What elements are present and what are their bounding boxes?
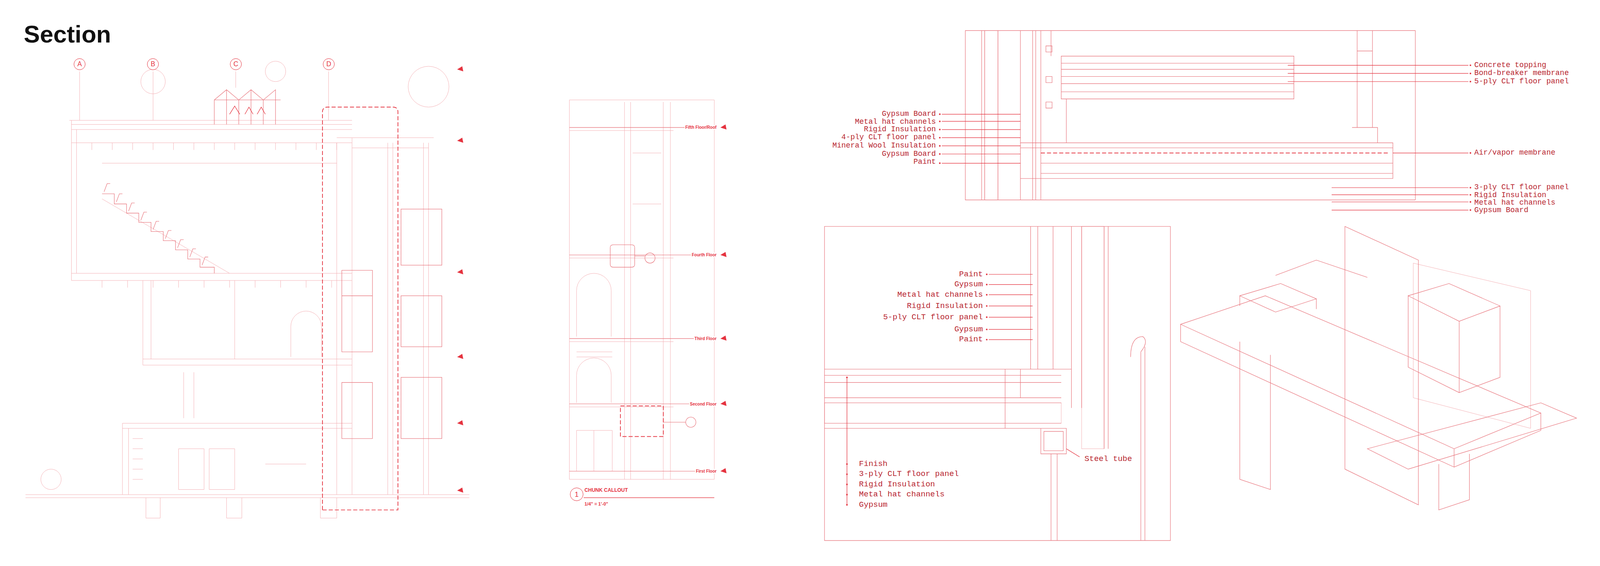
leader-line	[847, 274, 1080, 505]
material-label: Gypsum Board	[881, 110, 938, 119]
level-label: Fourth Floor	[690, 252, 718, 258]
drawing-scale: 1/4" = 1'-0"	[583, 501, 610, 507]
material-label: Gypsum Board	[881, 150, 938, 159]
material-label: Rigid Insulation	[862, 125, 937, 134]
material-label: 5-ply CLT floor panel	[882, 312, 984, 322]
material-label: Finish	[858, 459, 889, 469]
material-label: Paint	[958, 335, 984, 344]
material-label: Rigid Insulation	[858, 480, 936, 489]
leader-line	[941, 65, 1469, 210]
material-label: 4-ply CLT floor panel	[840, 133, 937, 142]
facade-screen	[400, 295, 442, 347]
membrane-line	[1040, 152, 1388, 154]
material-label: Gypsum Board	[1473, 206, 1530, 215]
material-label: Bond-breaker membrane	[1473, 69, 1570, 78]
material-label: Metal hat channels	[858, 490, 946, 499]
level-line	[569, 127, 715, 472]
skylight-figure	[229, 105, 266, 115]
level-label: Second Floor	[689, 401, 718, 407]
material-label: Gypsum	[953, 325, 984, 334]
material-label: Metal hat channels	[1473, 198, 1556, 208]
material-label: 3-ply CLT floor panel	[858, 469, 960, 479]
building-section	[25, 120, 470, 518]
material-label: Mineral Wool Insulation	[831, 141, 937, 150]
material-label: Rigid Insulation	[905, 301, 984, 311]
node-text: B	[150, 60, 156, 68]
material-label: 3-ply CLT floor panel	[1473, 183, 1570, 192]
node-text: 1	[574, 490, 579, 498]
insulation-hatch	[1081, 226, 1105, 449]
axon-facade	[1413, 262, 1531, 428]
chunk-boundary	[322, 107, 398, 510]
material-label: Steel tube	[1083, 454, 1133, 464]
leader-dot	[940, 65, 1471, 210]
material-label: Paint	[958, 270, 984, 279]
level-label: Fifth Floor/Roof	[684, 125, 718, 130]
material-label: 5-ply CLT floor panel	[1473, 77, 1570, 86]
detail-callout	[620, 405, 664, 437]
grid-line	[79, 71, 329, 120]
node-text: C	[233, 60, 239, 68]
material-label: Rigid Insulation	[1473, 191, 1548, 200]
level-marker	[457, 66, 464, 493]
scale-underline	[583, 497, 715, 498]
axon-chunk	[1180, 226, 1577, 510]
grid-bubble: C	[230, 58, 242, 70]
material-label: Metal hat channels	[896, 290, 984, 300]
drawing-title: CHUNK CALLOUT	[583, 487, 629, 493]
grid-bubble: D	[322, 58, 335, 70]
grid-bubble: B	[147, 58, 159, 70]
chunk-section	[569, 100, 715, 480]
level-label: First Floor	[695, 468, 718, 474]
facade-screen	[400, 209, 442, 266]
material-label: Metal hat channels	[854, 117, 937, 127]
grid-bubble: A	[73, 58, 86, 70]
material-label: Gypsum	[953, 280, 984, 289]
wall-floor-detail	[965, 30, 1416, 200]
node-text: D	[326, 60, 332, 68]
sheet-title: Section	[23, 20, 112, 48]
corner-detail	[824, 226, 1171, 541]
callout-number: 1	[570, 487, 584, 501]
facade-screen	[400, 377, 442, 439]
insulation-hatch	[824, 402, 1062, 424]
auditorium-seating	[102, 183, 373, 439]
material-label: Paint	[912, 157, 937, 167]
insulation-hatch	[984, 30, 998, 200]
level-label: Third Floor	[693, 336, 718, 341]
node-text: A	[77, 60, 83, 68]
material-label: Gypsum	[858, 500, 889, 510]
leader-dot	[847, 274, 988, 505]
material-label: Concrete topping	[1473, 61, 1548, 70]
level-marker	[720, 124, 727, 474]
material-label: Air/vapor membrane	[1473, 148, 1556, 158]
roof-skylight	[214, 89, 281, 125]
detail-callout	[610, 244, 697, 428]
